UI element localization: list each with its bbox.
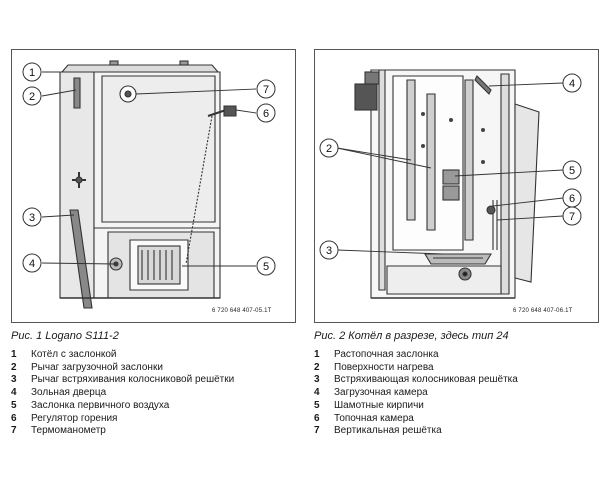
callout-5-fig2: 5 [569, 165, 575, 177]
boiler-front-drawing: 1 2 3 4 5 6 7 [22, 60, 276, 309]
top-lever [474, 75, 492, 95]
figure-1-doc-id: 6 720 648 407-05.1T [212, 308, 272, 314]
callout-2-fig2: 2 [326, 143, 332, 155]
chamotte-bricks [442, 169, 460, 201]
callout-3-fig1: 3 [29, 212, 35, 224]
loading-door-lever [73, 77, 81, 109]
ignition-flap [354, 83, 378, 111]
callout-7-fig2: 7 [569, 211, 575, 223]
loading-door [101, 75, 216, 223]
side-door [514, 103, 540, 283]
callout-5-fig1: 5 [263, 261, 269, 273]
figure-2-caption: Рис. 2 Котёл в разрезе, здесь тип 24 [314, 330, 509, 342]
callout-2-fig1: 2 [29, 91, 35, 103]
figure-1-panel: 1 2 3 4 5 6 7 6 720 648 407-05.1T [11, 49, 296, 323]
callout-3-fig2: 3 [326, 245, 332, 257]
callout-6-fig1: 6 [263, 108, 269, 120]
boiler-top-lid [60, 64, 220, 73]
grate-shaker-lever [69, 209, 93, 309]
figure-1-caption: Рис. 1 Logano S111-2 [11, 330, 119, 342]
shaking-grate [424, 253, 492, 265]
callout-6-fig2: 6 [569, 193, 575, 205]
combustion-regulator-arm [207, 109, 227, 117]
heating-surfaces [406, 79, 474, 241]
callout-4-fig1: 4 [29, 258, 35, 270]
callout-4-fig2: 4 [569, 78, 575, 90]
figure-2-panel: 2 3 4 5 6 7 6 720 648 407-06.1T [314, 49, 599, 323]
combustion-regulator [223, 105, 237, 117]
primary-air-flap [137, 245, 181, 285]
figure-2-doc-id: 6 720 648 407-06.1T [513, 308, 573, 314]
callout-7-fig1: 7 [263, 84, 269, 96]
combustion-chamber [486, 205, 496, 215]
boiler-section-drawing: 2 3 4 5 6 7 [319, 69, 582, 299]
callout-1-fig1: 1 [29, 67, 35, 79]
